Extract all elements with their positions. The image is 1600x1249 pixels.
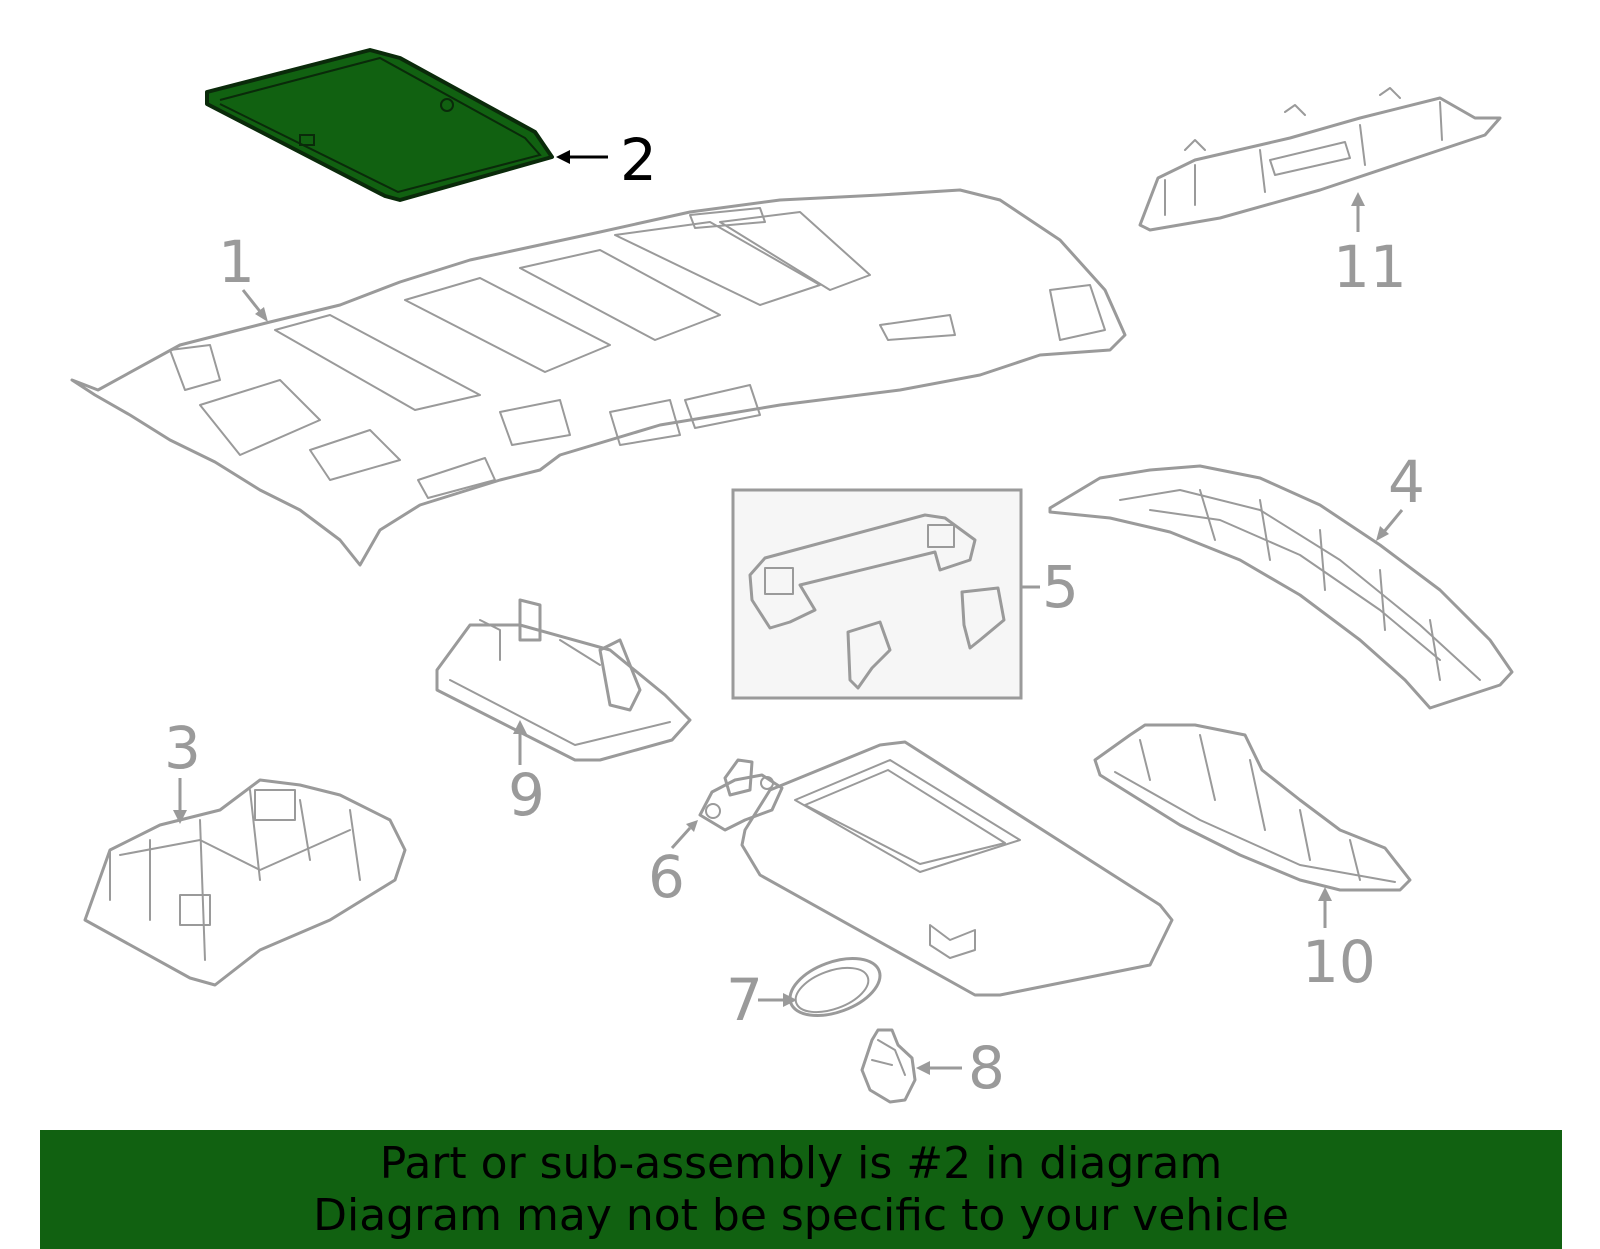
part-10-trim-cover[interactable]: [1093, 723, 1412, 892]
callout-8: 8: [916, 1034, 1005, 1102]
callout-10: 10: [1302, 887, 1376, 996]
callout-11: 11: [1333, 192, 1407, 301]
part-9-lamp[interactable]: [435, 598, 692, 762]
callout-label-2: 2: [620, 126, 657, 194]
part-3-overhead-console[interactable]: [83, 778, 407, 987]
callout-label-4: 4: [1388, 448, 1425, 516]
part-2-sunshade[interactable]: [205, 48, 554, 202]
callout-7: 7: [726, 966, 797, 1034]
callout-9: 9: [508, 720, 545, 829]
caption-line-1: Part or sub-assembly is #2 in diagram: [379, 1137, 1223, 1189]
callout-label-8: 8: [968, 1034, 1005, 1102]
callout-label-5: 5: [1042, 553, 1079, 621]
callout-label-10: 10: [1302, 928, 1376, 996]
part-4-side-trim[interactable]: [1048, 464, 1514, 710]
callout-3: 3: [164, 714, 201, 824]
callout-2: 2: [556, 126, 657, 194]
callout-label-9: 9: [508, 761, 545, 829]
part-6-sun-visor[interactable]: [698, 740, 1174, 997]
callout-6: 6: [648, 820, 698, 911]
callout-label-3: 3: [164, 714, 201, 782]
caption-line-2: Diagram may not be specific to your vehi…: [313, 1189, 1289, 1241]
callout-1: 1: [218, 228, 268, 322]
part-8-clip[interactable]: [860, 1028, 917, 1104]
parts-diagram: 1 2 11 4 5 9 3 6 10: [70, 48, 1514, 1104]
callout-label-11: 11: [1333, 233, 1407, 301]
callout-label-1: 1: [218, 228, 255, 296]
callout-4: 4: [1376, 448, 1425, 541]
part-5-grab-handle-box[interactable]: [731, 488, 1023, 700]
part-1-headliner[interactable]: [70, 188, 1127, 567]
callout-label-7: 7: [726, 966, 763, 1034]
callout-label-6: 6: [648, 843, 685, 911]
part-11-overhead-rail[interactable]: [1138, 87, 1502, 232]
part-7-cap[interactable]: [782, 947, 887, 1026]
callout-5: 5: [1021, 553, 1079, 621]
caption-banner: Part or sub-assembly is #2 in diagram Di…: [40, 1130, 1562, 1249]
